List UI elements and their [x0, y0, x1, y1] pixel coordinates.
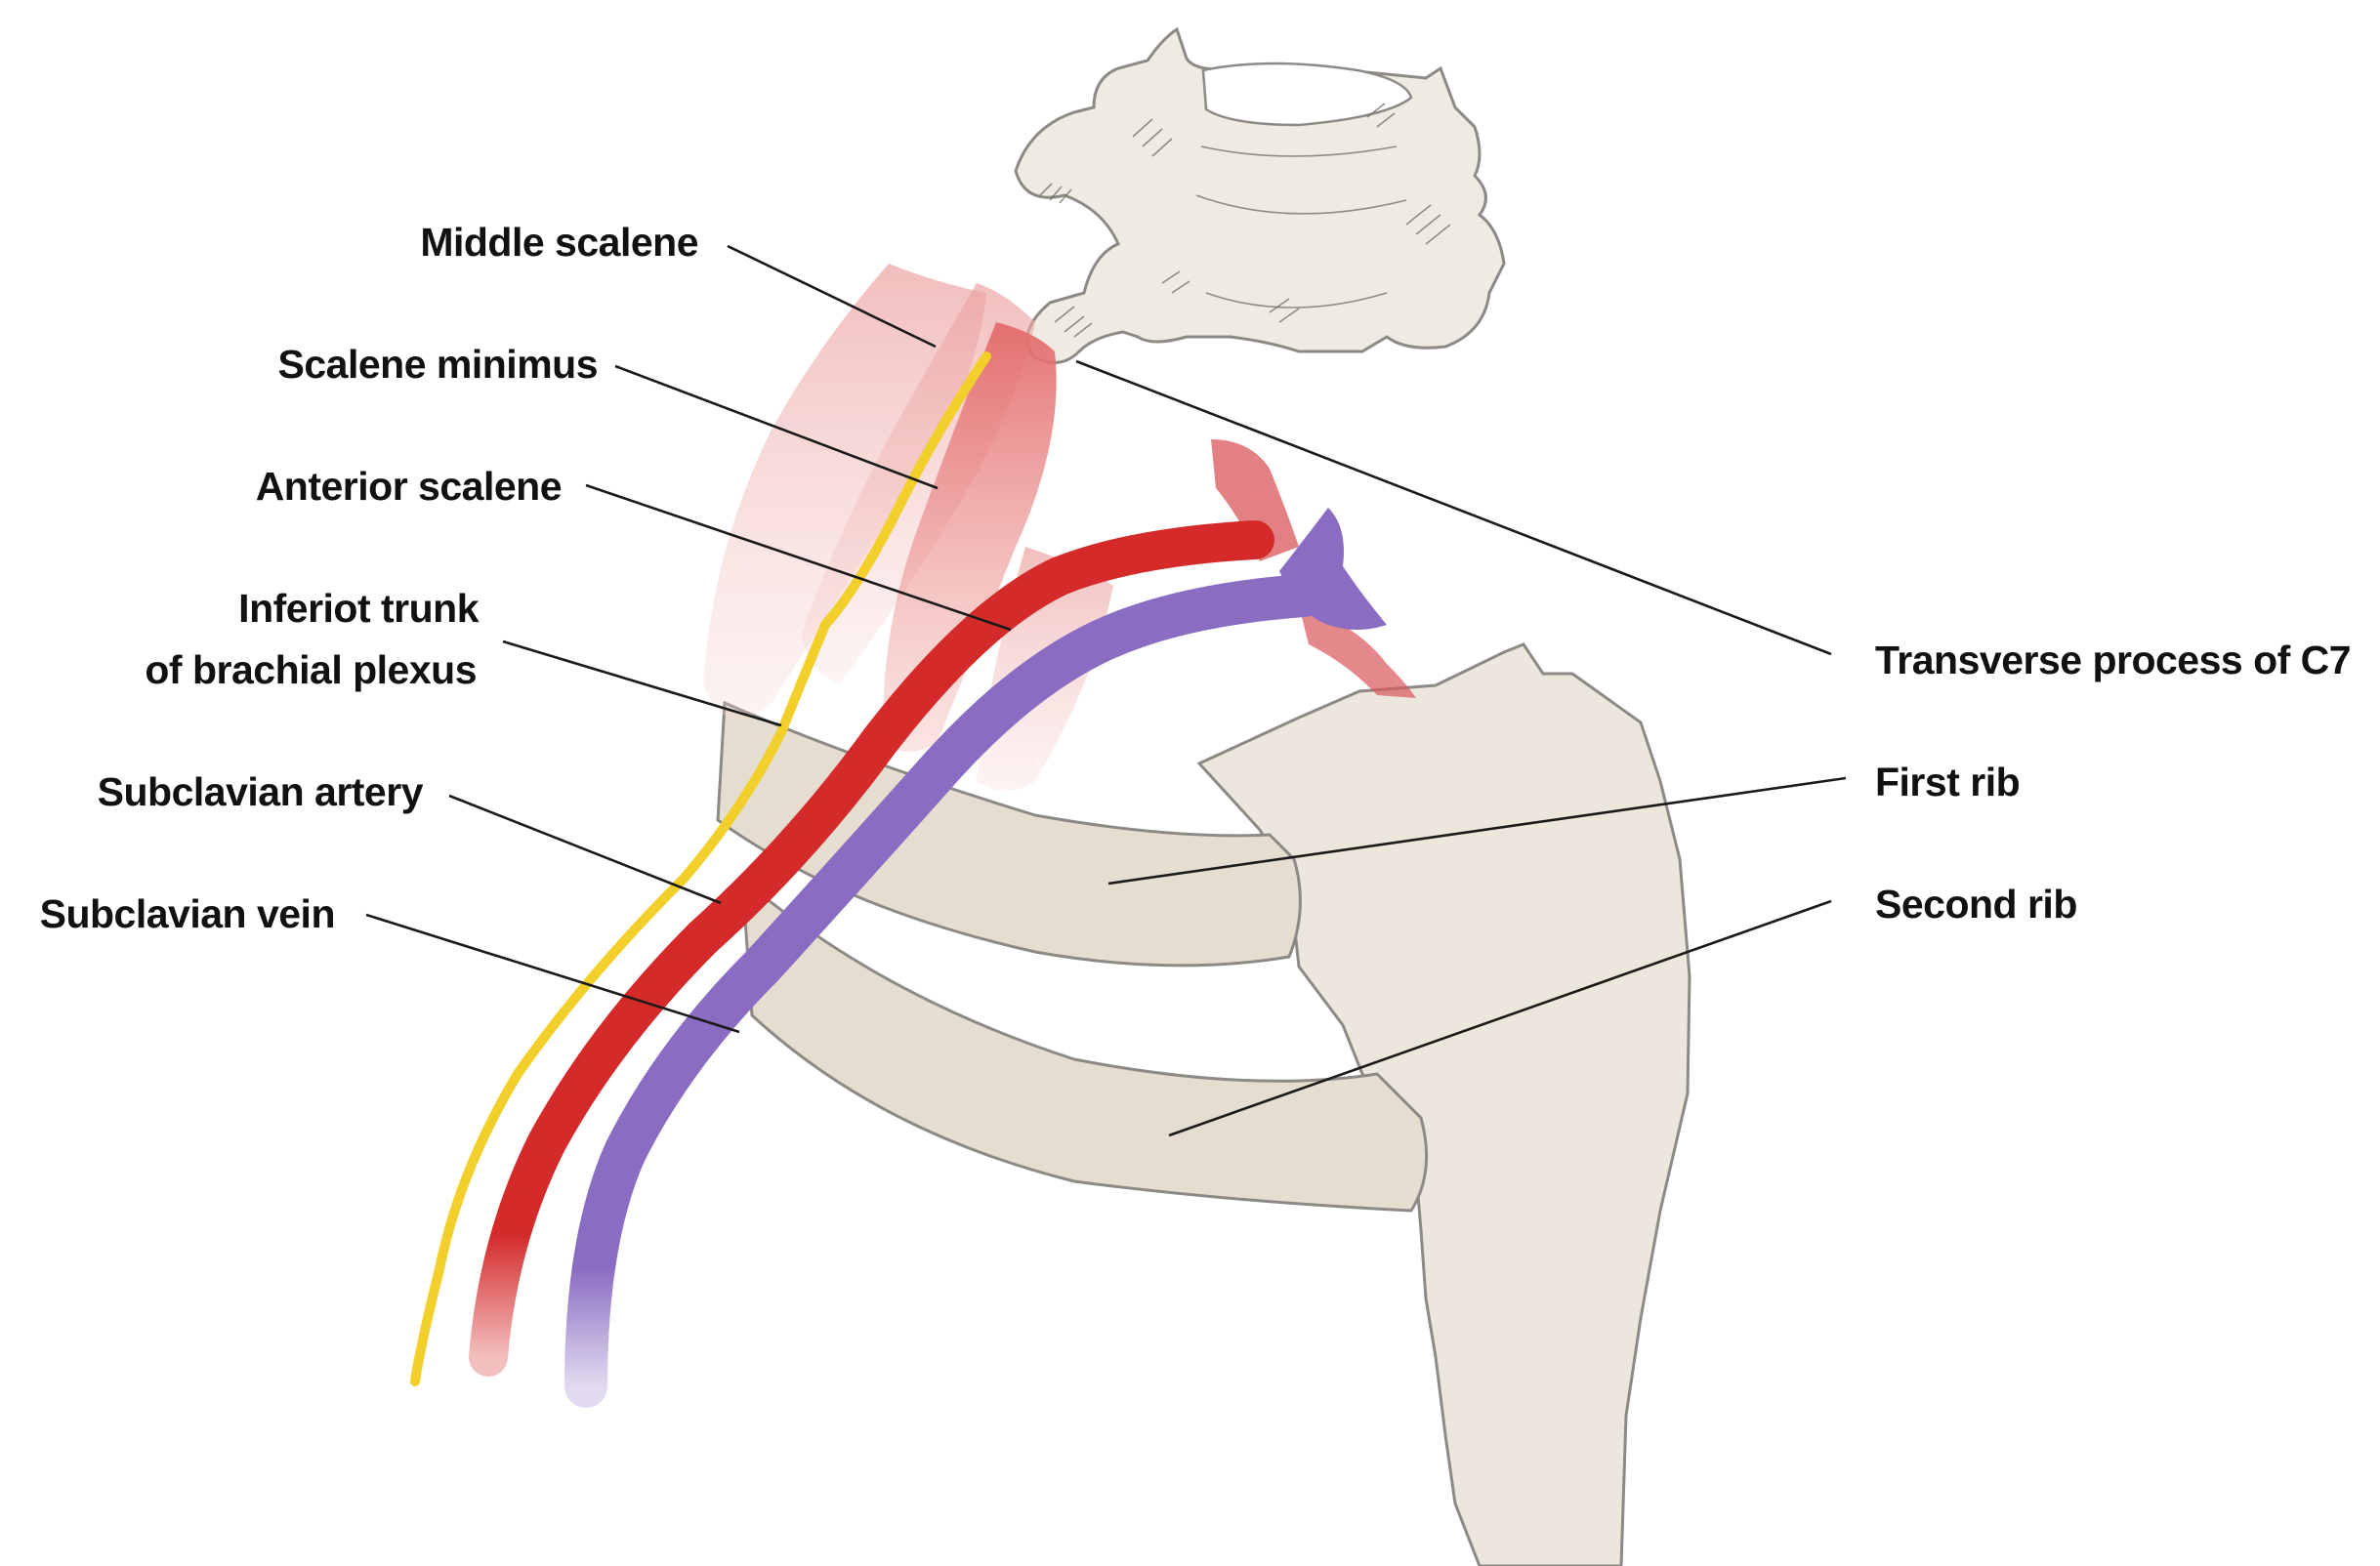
label-inferior-trunk-line1: Inferiot trunk [238, 586, 480, 631]
c7-vertebra [1014, 26, 1506, 364]
lower-vessel-stub [1299, 605, 1416, 698]
label-subclavian-vein: Subclavian vein [40, 891, 335, 936]
middle-scalene-muscle [703, 264, 986, 719]
leader-lines [365, 244, 1847, 1137]
label-scalene-minimus: Scalene minimus [278, 342, 598, 387]
upper-vessel-stub [1211, 439, 1299, 561]
subclavian-artery [469, 520, 1274, 1377]
label-transverse-process: Transverse process of C7 [1875, 638, 2351, 682]
second-rib [740, 875, 1429, 1213]
vein-junction [1279, 508, 1387, 630]
label-anterior-scalene: Anterior scalene [256, 464, 562, 509]
label-subclavian-artery: Subclavian artery [98, 769, 424, 814]
label-second-rib: Second rib [1875, 882, 2077, 927]
anterior-scalene-muscle [883, 322, 1057, 752]
label-middle-scalene: Middle scalene [420, 220, 698, 265]
inferior-trunk-nerve [410, 351, 991, 1386]
label-first-rib: First rib [1875, 760, 2020, 804]
subclavian-vein [564, 574, 1325, 1408]
label-inferior-trunk-line2: of brachial plexus [145, 647, 477, 692]
